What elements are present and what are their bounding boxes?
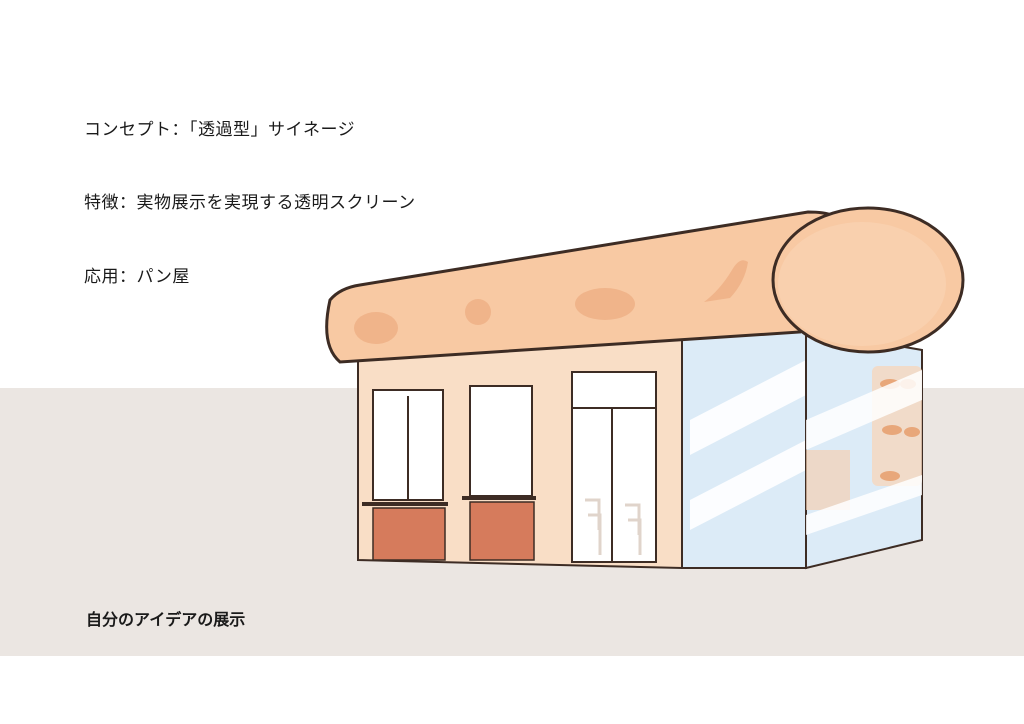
brick-panel bbox=[469, 501, 535, 561]
caption: 自分のアイデアの展示 bbox=[86, 610, 246, 629]
cornet-icon bbox=[704, 260, 748, 302]
side-reflection-2 bbox=[806, 475, 922, 535]
cafe-chairs bbox=[585, 498, 642, 555]
door bbox=[571, 371, 657, 563]
croissant-icon bbox=[575, 288, 635, 320]
feature-line: 特徴：実物展示を実現する透明スクリーン bbox=[84, 193, 416, 213]
menu-board bbox=[806, 450, 850, 510]
brick-panel bbox=[372, 507, 446, 561]
screen-reflection-1 bbox=[690, 360, 806, 455]
bread-roll-icon bbox=[465, 299, 491, 325]
bread-item bbox=[882, 425, 902, 435]
side-reflection-1 bbox=[806, 370, 922, 450]
bread-end-inner bbox=[778, 222, 946, 346]
window-frame bbox=[469, 385, 533, 497]
croissant-icon bbox=[354, 312, 398, 344]
screen-reflection-2 bbox=[690, 440, 806, 530]
concept-line: コンセプト：「透過型」サイネージ bbox=[84, 120, 356, 140]
bread-item bbox=[880, 471, 900, 481]
bread-item bbox=[904, 427, 920, 437]
application-line: 応用：パン屋 bbox=[84, 267, 190, 287]
